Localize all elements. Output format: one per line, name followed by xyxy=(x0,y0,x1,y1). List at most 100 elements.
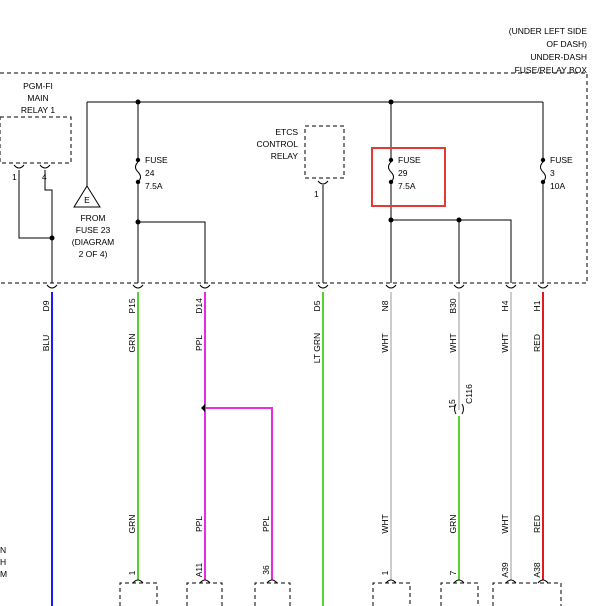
bottom-pin: 1 xyxy=(127,570,137,575)
pin-label: H4 xyxy=(500,300,510,311)
bottom-terminal xyxy=(385,579,397,584)
box-terminal xyxy=(317,284,329,289)
pin-label: D9 xyxy=(41,300,51,311)
fuse-terminal xyxy=(135,157,141,163)
bottom-terminal xyxy=(505,579,517,584)
from-fuse-line: (DIAGRAM xyxy=(72,237,115,247)
wires-layer xyxy=(51,292,544,606)
box-terminal xyxy=(453,284,465,289)
left-edge-text: N H M xyxy=(0,545,7,579)
from-fuse-line: FROM xyxy=(80,213,105,223)
bottom-pin: A38 xyxy=(532,562,542,577)
splice-arrow xyxy=(201,404,205,412)
fuse-box-label: (UNDER LEFT SIDE OF DASH) UNDER-DASH FUS… xyxy=(509,26,588,75)
fuse-24-branch xyxy=(138,221,206,283)
bottom-connectors xyxy=(119,579,562,606)
pin-label: N8 xyxy=(380,300,390,311)
box-terminal xyxy=(132,284,144,289)
pin-label: D14 xyxy=(194,298,204,314)
triangle-letter: E xyxy=(84,195,90,205)
c116-terminal xyxy=(454,403,457,415)
box-terminal xyxy=(537,284,549,289)
component-box xyxy=(254,582,291,606)
pgm-fi-main-relay: PGM-FI MAIN RELAY 1 1 4 xyxy=(0,81,72,182)
etcs-label: ETCS xyxy=(275,127,298,137)
c116-name: C116 xyxy=(464,384,474,404)
junction-dot xyxy=(388,217,394,223)
fuse-29-branch xyxy=(391,219,512,283)
pin-label: H1 xyxy=(532,300,542,311)
box-terminal xyxy=(505,284,517,289)
junction-dot xyxy=(456,217,462,223)
fuse-24-label: 7.5A xyxy=(145,181,163,191)
bottom-terminal xyxy=(537,579,549,584)
bottom-terminal xyxy=(199,579,211,584)
relay-label: RELAY 1 xyxy=(21,105,55,115)
wire-color-label: RED xyxy=(532,334,542,352)
fuse-box-label-line: (UNDER LEFT SIDE xyxy=(509,26,588,36)
wire-color-label: PPL xyxy=(261,516,271,532)
etcs-relay-terminal xyxy=(317,180,329,185)
bottom-pin: 1 xyxy=(380,570,390,575)
component-box xyxy=(440,582,479,606)
pin-label: B30 xyxy=(448,298,458,313)
fuse-box-label-line: OF DASH) xyxy=(546,39,587,49)
wire-color-label: GRN xyxy=(127,334,137,353)
bottom-pin: A39 xyxy=(500,562,510,577)
bottom-terminal xyxy=(266,579,278,584)
fuse-24-label: FUSE xyxy=(145,155,168,165)
wire-color-labels-bottom: GRN PPL PPL WHT GRN WHT RED xyxy=(127,514,542,533)
etcs-label: RELAY xyxy=(271,151,299,161)
from-fuse-line: 2 OF 4) xyxy=(79,249,108,259)
wire-color-label: WHT xyxy=(448,333,458,352)
fuse-3-element xyxy=(540,161,546,183)
edge-text: N xyxy=(0,545,6,555)
wire-color-label: LT GRN xyxy=(312,333,322,363)
edge-text: H xyxy=(0,557,6,567)
bottom-pin: 36 xyxy=(261,565,271,575)
fuse-terminal xyxy=(540,157,546,163)
component-box xyxy=(186,582,223,606)
junction-dot xyxy=(49,235,55,241)
fuse-29-element xyxy=(388,161,394,183)
wire-color-label: GRN xyxy=(127,515,137,534)
wire-color-label: BLU xyxy=(41,335,51,352)
bottom-terminal xyxy=(132,579,144,584)
component-box xyxy=(119,582,158,606)
from-fuse-line: FUSE 23 xyxy=(76,225,111,235)
wire-color-label: PPL xyxy=(194,516,204,532)
from-fuse-23: E FROM FUSE 23 (DIAGRAM 2 OF 4) xyxy=(72,102,115,259)
pin-label: D5 xyxy=(312,300,322,311)
c116-pin: 15 xyxy=(447,399,457,409)
fuse-box-label-line: UNDER-DASH xyxy=(530,52,587,62)
fuse-24-element xyxy=(135,161,141,183)
c116-terminal xyxy=(461,403,464,415)
fuse-29-label: 29 xyxy=(398,168,408,178)
fuse-3-label: FUSE xyxy=(550,155,573,165)
component-box xyxy=(492,582,562,606)
wire-ppl-branch xyxy=(205,407,273,580)
relay-label: PGM-FI xyxy=(23,81,53,91)
etcs-label: CONTROL xyxy=(256,139,298,149)
relay-terminal xyxy=(39,164,51,169)
fuse-24-label: 24 xyxy=(145,168,155,178)
fuse-terminal xyxy=(388,157,394,163)
bottom-terminal xyxy=(453,579,465,584)
box-terminal xyxy=(199,284,211,289)
bottom-pin: 7 xyxy=(448,570,458,575)
wire-color-labels-top: BLU GRN PPL LT GRN WHT WHT WHT RED xyxy=(41,333,542,363)
connector-c116: 15 C116 xyxy=(447,384,474,415)
etcs-relay-pin: 1 xyxy=(314,189,319,199)
triangle-marker xyxy=(73,185,101,208)
wire-color-label: GRN xyxy=(448,515,458,534)
wire-color-label: WHT xyxy=(380,333,390,352)
relay-wire xyxy=(18,170,52,239)
fuse-3-label: 3 xyxy=(550,168,555,178)
box-connectors: D9 P15 D14 D5 N8 B30 H4 H1 xyxy=(41,284,549,314)
relay-terminal xyxy=(13,164,25,169)
wire-color-label: WHT xyxy=(380,514,390,533)
relay-body xyxy=(0,116,72,164)
pin-label: P15 xyxy=(127,298,137,313)
fuse-3-label: 10A xyxy=(550,181,565,191)
